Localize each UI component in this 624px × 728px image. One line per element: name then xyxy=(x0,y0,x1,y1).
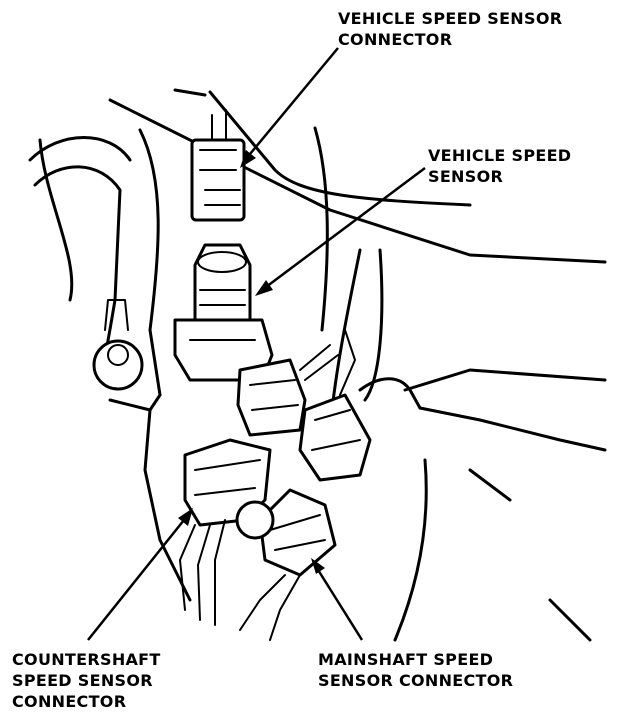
label-line: CONNECTOR xyxy=(12,692,127,711)
arrow-vss xyxy=(261,166,426,292)
vss-connector-part xyxy=(190,109,246,222)
label-line: SENSOR CONNECTOR xyxy=(318,671,514,690)
right-connector-part xyxy=(298,329,372,482)
transmission-housing xyxy=(28,88,607,642)
arrow-vss-connector xyxy=(244,47,339,161)
arrow-countershaft-head xyxy=(178,508,193,526)
label-line: SENSOR xyxy=(428,167,504,186)
arrow-vss-head xyxy=(255,280,273,296)
leader-arrows xyxy=(87,47,426,641)
arrow-vss-connector-head xyxy=(240,150,256,168)
arrow-countershaft xyxy=(87,514,189,641)
arrow-mainshaft-head xyxy=(311,558,325,574)
arrow-mainshaft xyxy=(313,564,364,641)
mount-bushing xyxy=(92,299,144,391)
label-line: MAINSHAFT SPEED xyxy=(318,650,494,669)
label-vehicle-speed-sensor: VEHICLE SPEED SENSOR xyxy=(428,145,571,187)
middle-connector-part xyxy=(236,344,339,437)
vss-sensor-part xyxy=(173,243,274,382)
label-line: COUNTERSHAFT xyxy=(12,650,161,669)
mainshaft-connector-part xyxy=(235,488,337,641)
label-line: VEHICLE SPEED xyxy=(428,146,572,165)
label-vehicle-speed-sensor-connector: VEHICLE SPEED SENSOR CONNECTOR xyxy=(338,8,562,50)
label-line: SPEED SENSOR xyxy=(12,671,153,690)
label-countershaft-speed-sensor-connector: COUNTERSHAFT SPEED SENSOR CONNECTOR xyxy=(12,649,161,712)
label-line: VEHICLE SPEED SENSOR xyxy=(338,9,563,28)
label-line: CONNECTOR xyxy=(338,30,453,49)
label-mainshaft-speed-sensor-connector: MAINSHAFT SPEED SENSOR CONNECTOR xyxy=(318,649,513,691)
